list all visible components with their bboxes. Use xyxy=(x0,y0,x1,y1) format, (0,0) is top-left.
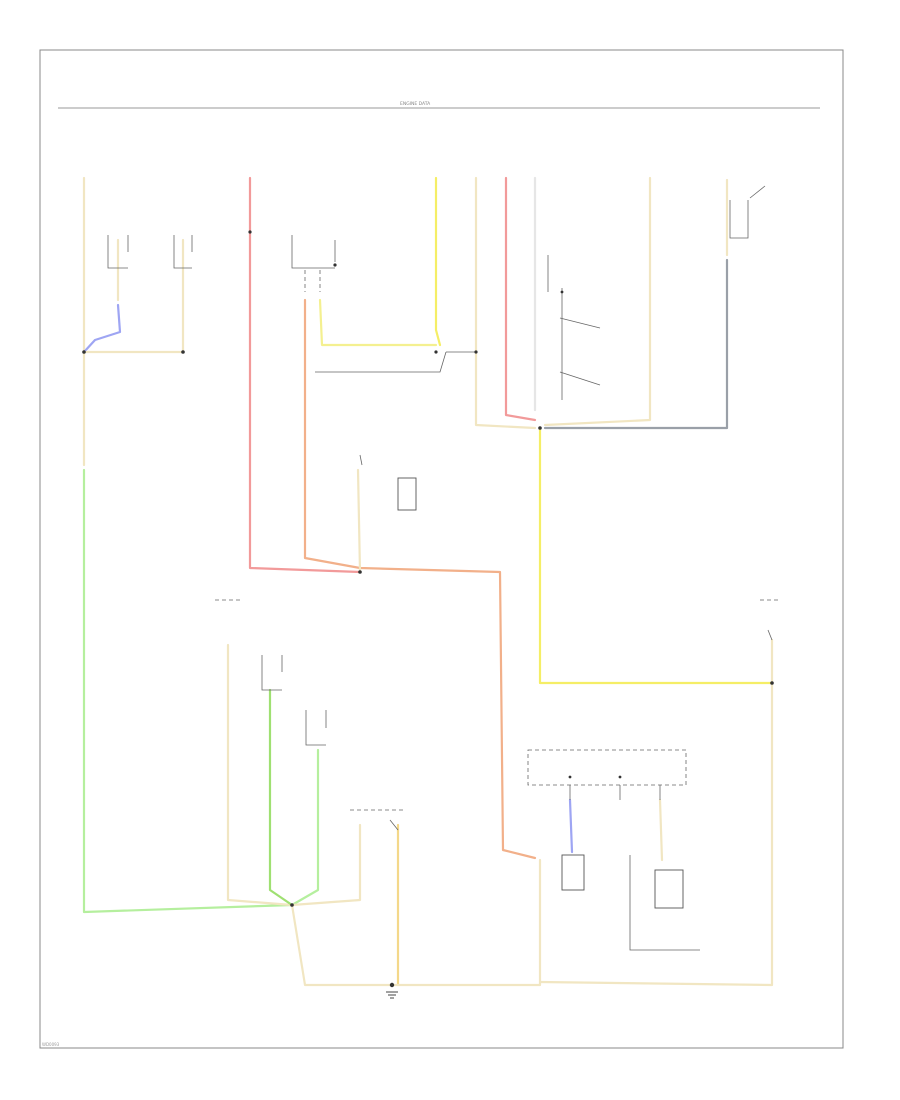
component-lines xyxy=(107,185,780,951)
wire-left-blue xyxy=(82,303,122,354)
fuse-block-taps xyxy=(569,785,661,800)
junction xyxy=(560,290,564,294)
wire-center-tan xyxy=(474,176,537,430)
junction xyxy=(181,350,185,354)
diagram-title: ENGINE DATA xyxy=(400,101,431,107)
sensor-box-upper xyxy=(397,477,417,511)
fuel-sensor-box xyxy=(561,854,585,891)
control-module-box xyxy=(654,869,684,909)
junction xyxy=(290,903,294,907)
wire-yellow-top xyxy=(434,176,442,347)
junction xyxy=(770,681,774,685)
wire-orange xyxy=(303,298,537,860)
wire-ground-tan-b xyxy=(290,823,362,907)
sensor-stack-switch-2 xyxy=(559,371,601,386)
wire-lower-sensor3-green xyxy=(290,748,320,907)
control-module-bracket xyxy=(629,855,700,951)
footer-code: WD0093 xyxy=(42,1042,60,1047)
sensor-stack-bracket xyxy=(547,255,563,400)
junction xyxy=(248,230,252,234)
sensor-bracket-2 xyxy=(173,235,193,269)
sensor-bracket-1 xyxy=(107,235,129,269)
lower-sensor-bracket-2 xyxy=(305,710,327,746)
leader-engine-sensor xyxy=(389,819,399,831)
throttle-leader xyxy=(315,351,476,373)
wire-left-green xyxy=(82,468,294,914)
fuse-block-outline xyxy=(527,749,687,786)
junction xyxy=(618,775,622,779)
diagram-frame xyxy=(39,49,844,1049)
wire-ground-to-fuse xyxy=(388,858,542,987)
wire-center-red xyxy=(504,176,537,422)
wire-right-tan xyxy=(543,176,652,427)
sensor-stack-switch-1 xyxy=(559,317,601,329)
wire-right-grey xyxy=(543,258,729,430)
switch-link xyxy=(304,270,321,292)
junction xyxy=(333,263,337,267)
wire-yellow-trunk xyxy=(538,426,774,685)
junction xyxy=(568,775,572,779)
component-boxes xyxy=(397,477,684,909)
junction xyxy=(538,426,542,430)
junction xyxy=(82,350,86,354)
wire-yellow-light xyxy=(318,298,438,347)
wire-fuse-blue xyxy=(568,798,574,854)
right-sensor-switch xyxy=(767,629,773,641)
wire-red xyxy=(248,176,362,574)
junctions xyxy=(82,230,774,988)
junction xyxy=(474,350,478,354)
wire-fuse-tan xyxy=(658,798,664,862)
wire-right-sensor-tan xyxy=(538,638,774,987)
wire-ground-tan-a xyxy=(290,903,392,987)
wire-ground-sensor-tan xyxy=(356,468,362,574)
relay-bracket xyxy=(729,200,749,239)
wire-sensor2-tan xyxy=(82,238,185,354)
leader-ground-sensor xyxy=(359,454,363,466)
junction xyxy=(358,570,362,574)
junction xyxy=(434,350,438,354)
wire-lower-sensor2-green xyxy=(268,688,294,907)
ground-symbol xyxy=(386,991,398,999)
lower-sensor-bracket-1 xyxy=(261,655,283,691)
wire-lower-sensor1-tan xyxy=(226,643,294,907)
junction xyxy=(389,982,395,988)
wire-group xyxy=(82,176,774,987)
relay-switch xyxy=(749,185,766,199)
switch-bracket xyxy=(291,235,336,269)
